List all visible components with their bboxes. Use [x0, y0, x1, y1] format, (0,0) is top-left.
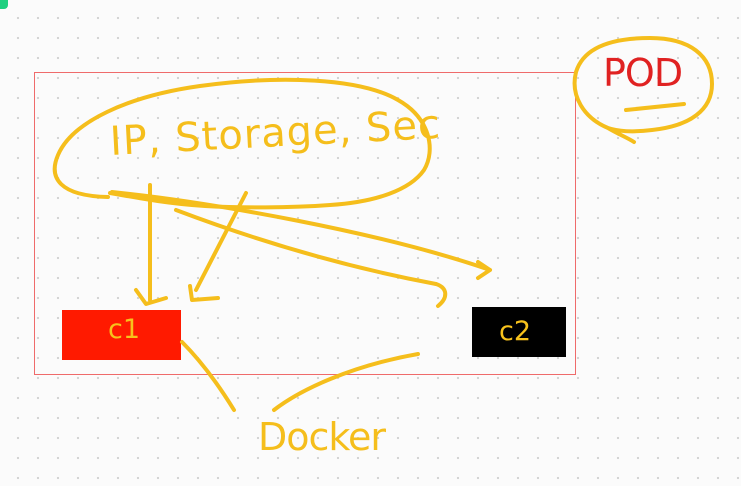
- arrowhead-storage-c1-stroke: [188, 284, 220, 302]
- docker-to-c1-stroke: [180, 340, 236, 412]
- pod-circle-stroke: [572, 35, 715, 144]
- arrowhead-c1-stroke: [134, 288, 168, 306]
- container-2-box[interactable]: [472, 307, 566, 357]
- container-1-label: c1: [108, 314, 141, 345]
- container-2-label: c2: [499, 316, 532, 347]
- arrow-to-c2-stroke: [110, 190, 492, 272]
- docker-to-c2-stroke: [272, 352, 420, 412]
- container-1-box[interactable]: [62, 310, 181, 360]
- docker-label: Docker: [258, 415, 386, 459]
- pod-underline-stroke: [624, 102, 686, 112]
- arrowhead-c2-stroke: [476, 260, 492, 280]
- curve-to-c2-stroke: [174, 208, 438, 286]
- pod-label: POD: [603, 51, 683, 95]
- pod-boundary-box[interactable]: [34, 72, 576, 375]
- selection-corner-icon[interactable]: [0, 0, 8, 9]
- curve-hook-stroke: [434, 282, 448, 308]
